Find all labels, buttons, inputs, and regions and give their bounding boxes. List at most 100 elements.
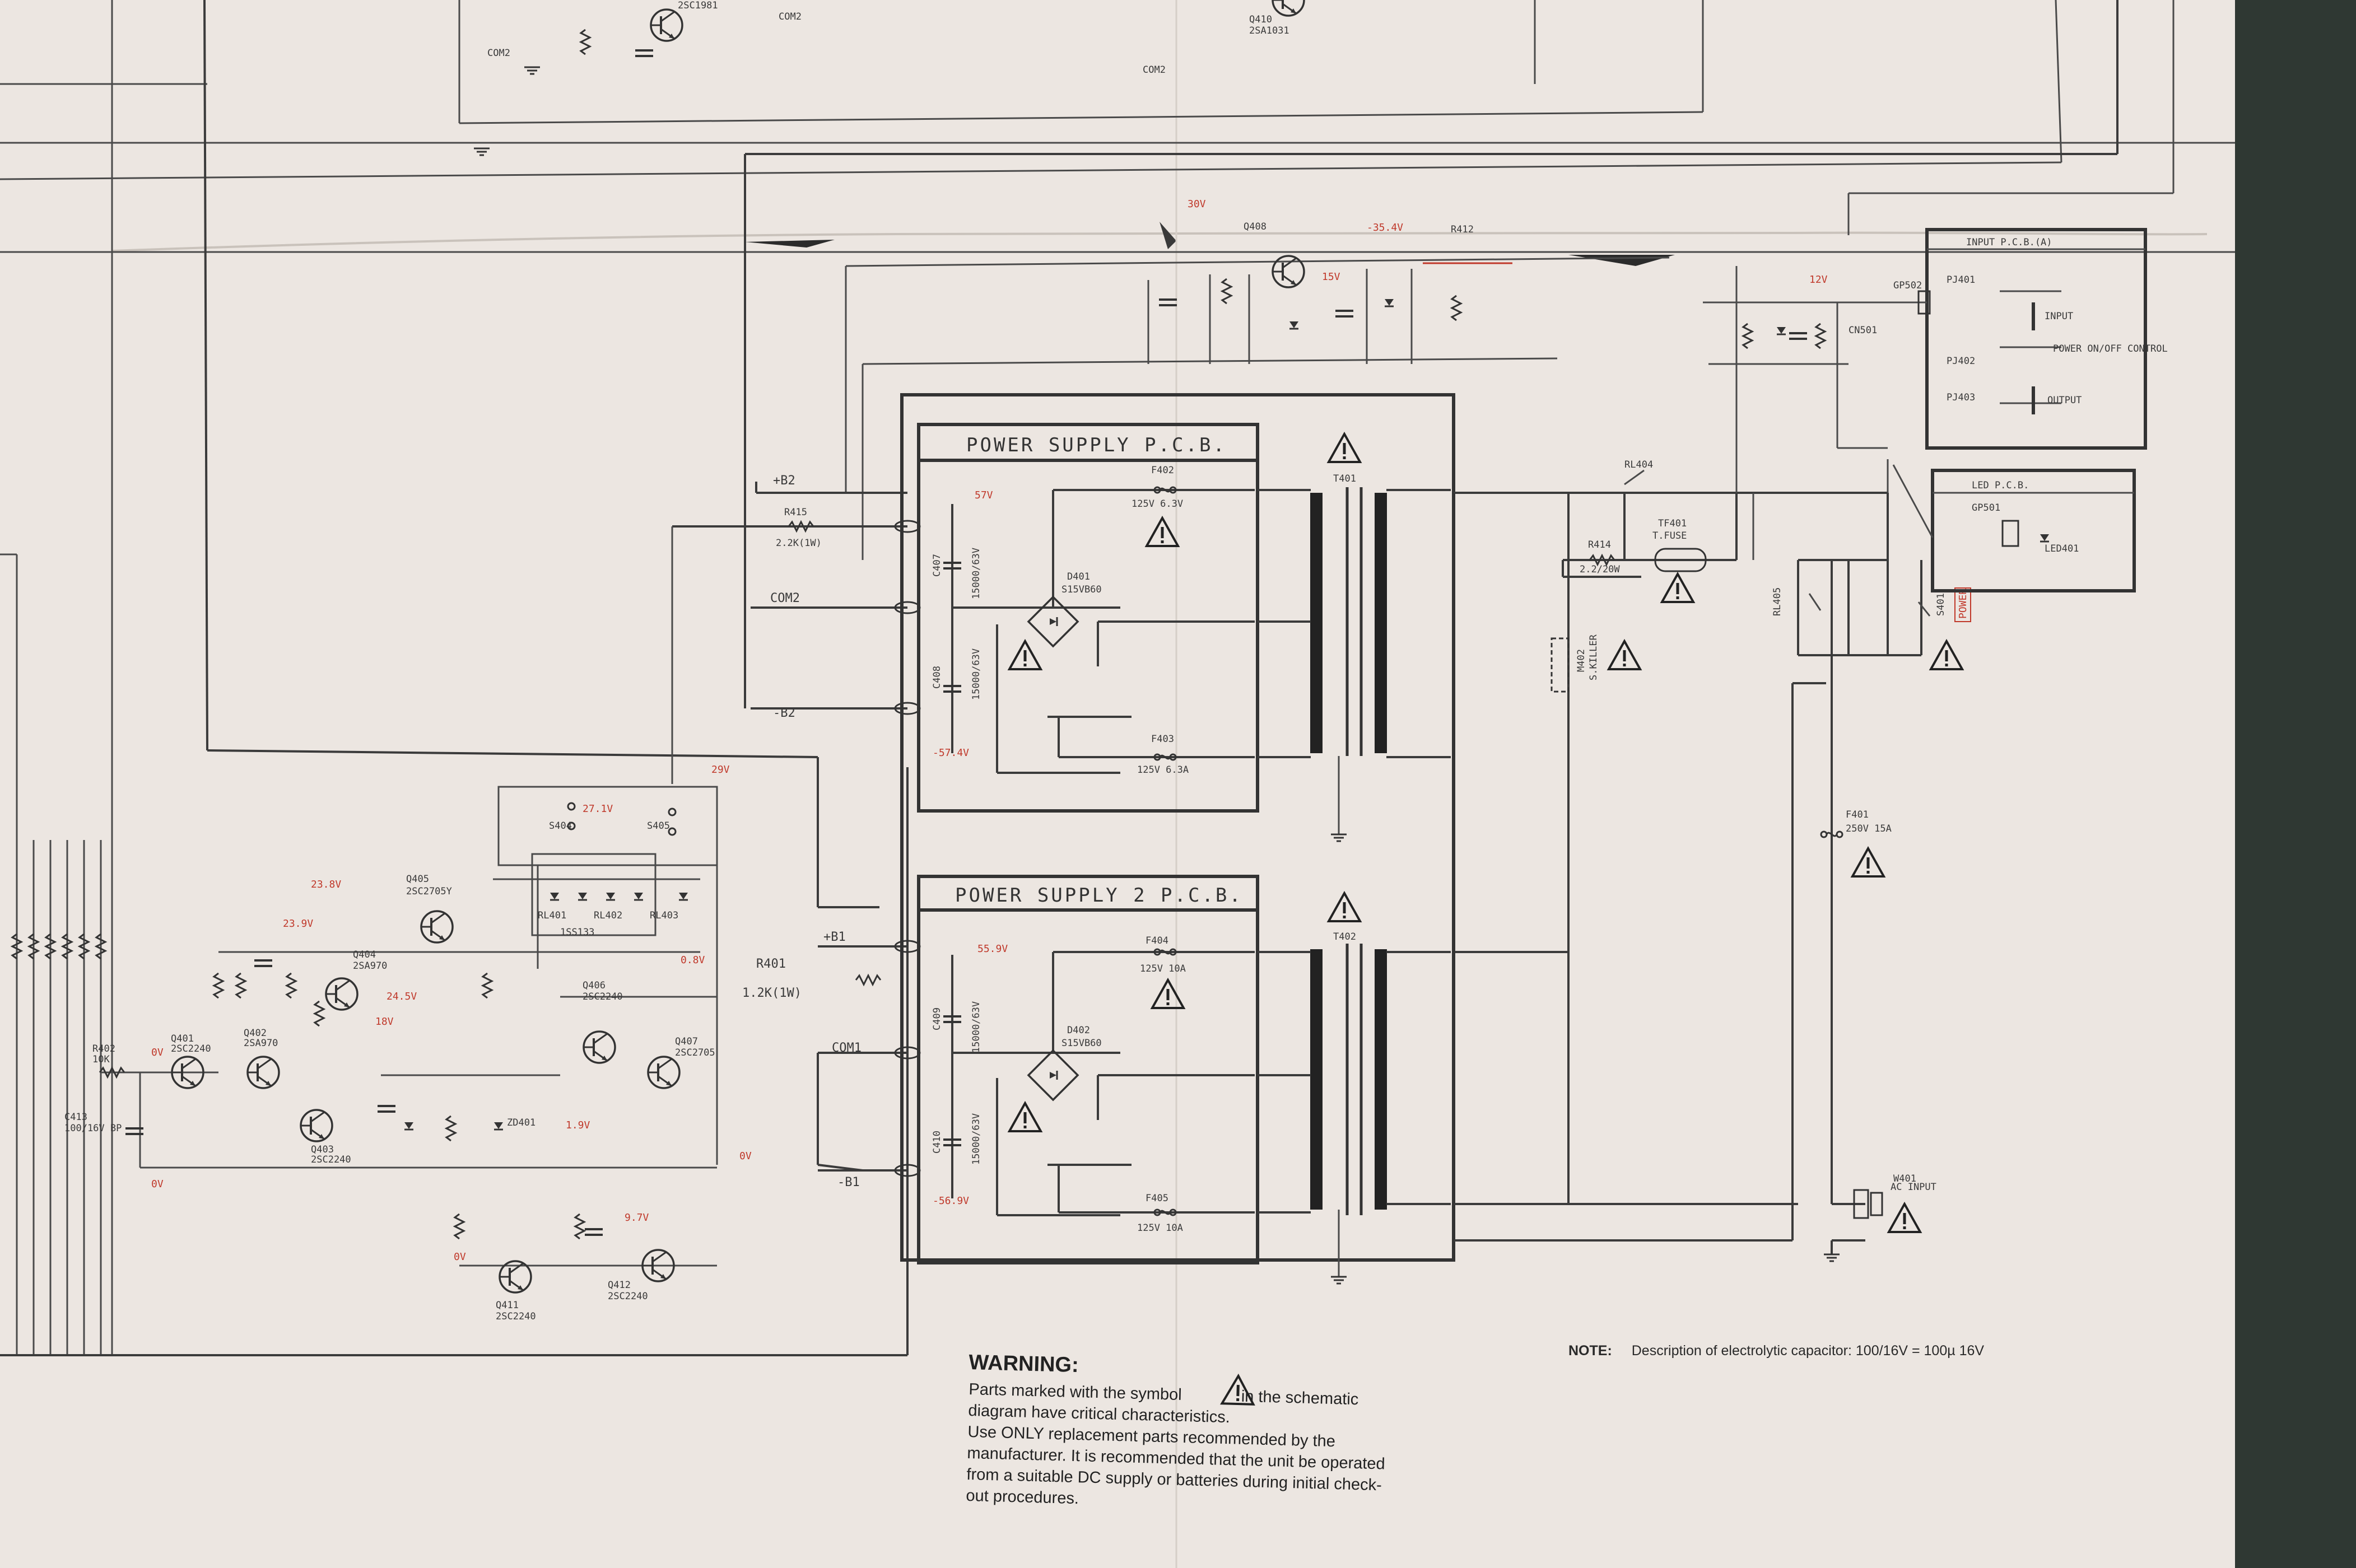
input-jack-label: INPUT: [2045, 311, 2073, 322]
q405-label: Q405: [406, 874, 429, 885]
schematic-sheet: Q408 -35.4V R412 30V 15V Q410 2SA1031 2S…: [0, 0, 2235, 1568]
v23-8-label: 23.8V: [311, 879, 341, 890]
v1-9-label: 1.9V: [566, 1119, 590, 1131]
v15-label: 15V: [1322, 271, 1340, 283]
v30-label: 30V: [1188, 198, 1206, 210]
f405-value: 125V 10A: [1137, 1222, 1183, 1234]
q407-label: Q407: [675, 1036, 698, 1047]
v55-9-label: 55.9V: [977, 943, 1008, 955]
com2-top-label: COM2: [487, 48, 510, 59]
s401-label: S401: [1935, 593, 1947, 616]
protection-circuit: 27.1V 29V 23.8V 23.9V 24.5V 0.8V 1.9V 0V…: [64, 764, 882, 1322]
q411-label: Q411: [496, 1300, 519, 1311]
power-switch-label: POWER: [1957, 589, 1969, 619]
diode-type-label: 1SS133: [560, 927, 594, 938]
v57-label: 57V: [975, 489, 993, 501]
tf401-value: T.FUSE: [1652, 530, 1687, 542]
r415-label: R415: [784, 507, 807, 518]
c409-label: C409: [932, 1007, 943, 1030]
v0-right-label: 0V: [739, 1150, 752, 1162]
q410-type: 2SA1031: [1249, 25, 1289, 36]
pj403-label: PJ403: [1947, 392, 1975, 403]
c407-label: C407: [932, 554, 943, 577]
q412-label: Q412: [608, 1280, 631, 1291]
m402-value: S.KILLER: [1588, 634, 1599, 680]
pj401-label: PJ401: [1947, 274, 1975, 286]
warning-body: Parts marked with the symbol in the sche…: [966, 1379, 1406, 1518]
psu-outer-frame: [900, 393, 1455, 1262]
c409-value: 15000/63V: [971, 1001, 982, 1053]
warning-line2: Use ONLY replacement parts recommended b…: [966, 1422, 1386, 1508]
v-57-4-label: -57.4V: [933, 747, 969, 759]
v12-label: 12V: [1809, 274, 1828, 286]
q402-type: 2SA970: [244, 1038, 278, 1049]
tf401-label: TF401: [1658, 518, 1687, 529]
led-pcb-title: LED P.C.B.: [1972, 480, 2029, 491]
r401-value: 1.2K(1W): [742, 986, 802, 1000]
v0-q401-label: 0V: [151, 1047, 164, 1058]
output-jack-label: OUTPUT: [2047, 395, 2082, 406]
q406-label: Q406: [583, 980, 606, 991]
q401-type: 2SC2240: [171, 1043, 211, 1054]
rl403-label: RL403: [650, 910, 678, 921]
w401-label: W401: [1893, 1173, 1916, 1184]
ac-input-label: AC INPUT: [1891, 1182, 1936, 1193]
power-supply-pcb-1: POWER SUPPLY P.C.B. 57V -57.4V F402 125V…: [917, 423, 1259, 813]
r401-label: R401: [756, 957, 786, 971]
q401-label: Q401: [171, 1033, 194, 1044]
f404-label: F404: [1146, 935, 1168, 946]
power-control-label: POWER ON/OFF CONTROL: [2053, 343, 2168, 354]
c413-label: C413: [64, 1112, 87, 1123]
v27-label: 27.1V: [583, 803, 613, 815]
q411-type: 2SC2240: [496, 1311, 536, 1322]
q404-label: Q404: [353, 949, 376, 960]
q406-type: 2SC2240: [583, 991, 623, 1002]
c408-label: C408: [932, 666, 943, 689]
input-and-led-pcb: INPUT P.C.B.(A) LED P.C.B. 12V GP502 CN5…: [1703, 228, 2168, 592]
led401-label: LED401: [2045, 543, 2079, 554]
f404-value: 125V 10A: [1140, 963, 1186, 974]
f402-label: F402: [1151, 465, 1174, 476]
minus-b1-label: -B1: [837, 1175, 860, 1189]
r402-value: 10K: [92, 1054, 110, 1065]
note-text: Description of electrolytic capacitor: 1…: [1631, 1343, 1985, 1359]
rl402-label: RL402: [594, 910, 622, 921]
q408-label: Q408: [1244, 221, 1267, 232]
q404-type: 2SA970: [353, 960, 387, 972]
q402-label: Q402: [244, 1028, 267, 1039]
v0-8-label: 0.8V: [681, 954, 705, 966]
psu2-title: POWER SUPPLY 2 P.C.B.: [955, 884, 1243, 907]
r412-label: R412: [1451, 224, 1474, 235]
schematic-drawing: Q408 -35.4V R412 30V 15V Q410 2SA1031 2S…: [0, 0, 2235, 1568]
d402-label: D402: [1067, 1025, 1090, 1036]
v0-left-label: 0V: [454, 1251, 466, 1263]
c410-value: 15000/63V: [971, 1113, 982, 1165]
rl404-label: RL404: [1624, 459, 1653, 470]
d401-label: D401: [1067, 571, 1090, 582]
transformers: T401 T402: [1258, 433, 1451, 1285]
c408-value: 15000/63V: [971, 648, 982, 700]
rail-connections: +B2 COM2 -B2 +B1 COM1 -B1 R415 2.2K(1W): [671, 474, 921, 1189]
gp502-label: GP502: [1893, 280, 1922, 291]
v29-label: 29V: [711, 764, 730, 776]
com1-label: COM1: [832, 1041, 862, 1055]
psu1-title: POWER SUPPLY P.C.B.: [966, 434, 1227, 456]
note-block: NOTE: Description of electrolytic capaci…: [1568, 1343, 1984, 1359]
minus-b2-label: -B2: [773, 706, 795, 720]
r414-label: R414: [1588, 539, 1611, 550]
power-supply-pcb-2: POWER SUPPLY 2 P.C.B. 55.9V -56.9V F404 …: [917, 875, 1259, 1264]
f401-label: F401: [1846, 809, 1869, 820]
c407-value: 15000/63V: [971, 548, 982, 599]
note-label: NOTE:: [1568, 1343, 1612, 1359]
v-56-9-label: -56.9V: [933, 1195, 969, 1207]
m402-label: M402: [1576, 649, 1587, 672]
d402-value: S15VB60: [1061, 1038, 1102, 1049]
f403-value: 125V 6.3A: [1137, 764, 1189, 776]
r402-label: R402: [92, 1043, 115, 1054]
zd401-label: ZD401: [507, 1117, 536, 1128]
r415-value: 2.2K(1W): [776, 538, 822, 549]
q403-label: Q403: [311, 1144, 334, 1155]
s404-label: S404: [549, 820, 572, 832]
warning-title: WARNING:: [968, 1351, 1079, 1378]
